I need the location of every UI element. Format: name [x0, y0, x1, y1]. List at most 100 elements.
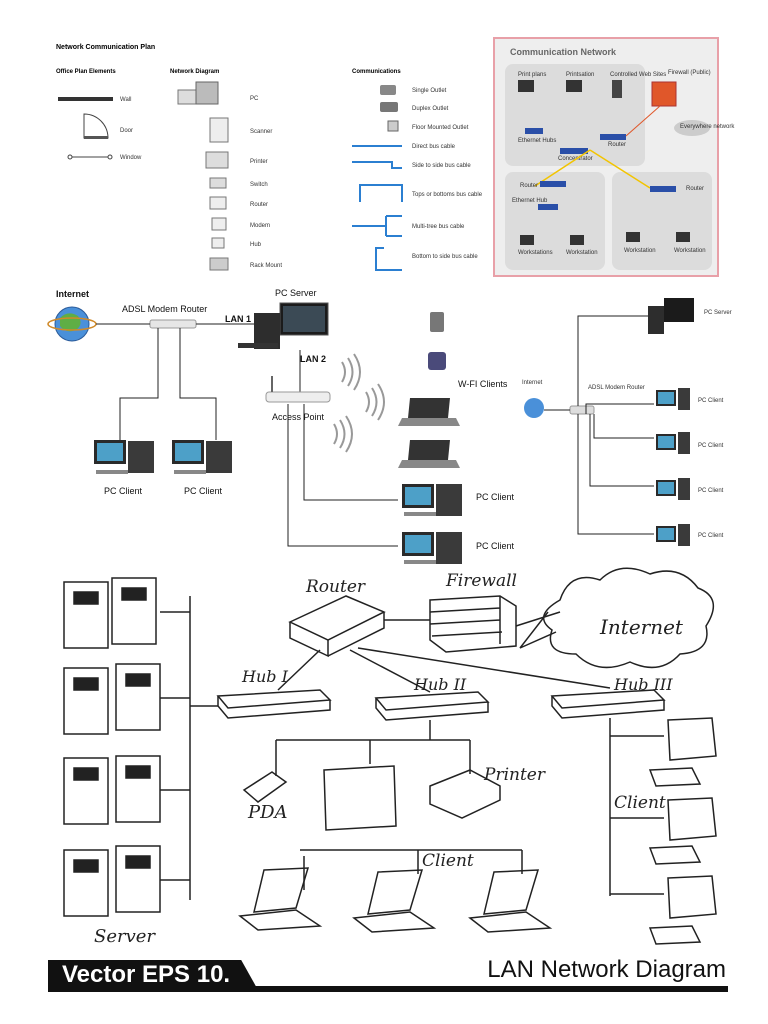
- cn-pc-icon: [566, 80, 582, 92]
- comm-col-header: Communications: [352, 69, 401, 75]
- sketch-firewall-label: Firewall: [445, 571, 517, 591]
- laptop-sketch-icon: [468, 869, 553, 933]
- window-end-left: [67, 154, 73, 160]
- office-item-door: Door: [120, 128, 133, 134]
- cn-label-top-mid: Printsation: [566, 72, 594, 78]
- modem-router-icon: [149, 319, 197, 329]
- globe-icon: [524, 398, 544, 418]
- cn-label-right-ws1: Workstation: [624, 248, 656, 254]
- pc-client-icon: [656, 388, 690, 410]
- cn-label-top-right: Controlled Web Sites: [610, 72, 666, 78]
- rack-mount-icon: [209, 257, 229, 271]
- laptop-icon: [398, 398, 460, 426]
- hub-sketch-icon: [550, 689, 666, 719]
- laptop-sketch-icon: [352, 869, 437, 933]
- cn-pc-icon: [518, 80, 534, 92]
- diagram-item-modem: Modem: [250, 223, 270, 229]
- right-zone: [612, 172, 712, 270]
- cn-label-right-ws2: Workstation: [674, 248, 706, 254]
- sketch-router-label: Router: [305, 577, 366, 597]
- cable: [515, 611, 561, 627]
- router-sketch-icon: [288, 595, 386, 658]
- cn-pc-icon: [676, 232, 690, 242]
- diagram-col-header: Network Diagram: [170, 69, 219, 75]
- wifi-waves-icon: [333, 353, 385, 453]
- sketch-hub2-label: Hub II: [413, 675, 467, 694]
- cn-label-left-router: Router: [520, 183, 538, 189]
- cn-label-left-ws2: Workstation: [566, 250, 598, 256]
- communication-network-panel: Communication Network Print plans Prints…: [493, 37, 735, 277]
- sketch-internet-label: Internet: [599, 615, 684, 639]
- office-item-window: Window: [120, 155, 142, 161]
- modem-router-icon: [569, 405, 595, 415]
- cable: [179, 328, 217, 440]
- firewall-sketch-icon: [429, 595, 517, 653]
- cable: [303, 404, 398, 501]
- cn-pc-icon: [570, 235, 584, 245]
- cable: [577, 403, 654, 535]
- footer-bar: [48, 986, 728, 992]
- server-icon: [115, 663, 161, 731]
- sketch-printer-label: Printer: [483, 765, 546, 785]
- cn-label-internet: Everywhere network: [680, 124, 735, 130]
- pc-server-label: PC Server: [275, 288, 317, 298]
- router-icon: [540, 181, 566, 187]
- hub-icon: [538, 204, 558, 210]
- cn-label-left-ethernet: Ethernet Hub: [512, 198, 548, 204]
- pc-client-icon: [656, 478, 690, 500]
- single-outlet-icon: [380, 85, 396, 95]
- modem-icon: [211, 217, 227, 231]
- pc-client-icon: [656, 432, 690, 454]
- pc-client-icon: [402, 532, 462, 564]
- floor-outlet-icon: [387, 120, 399, 132]
- sketch-hub3-label: Hub III: [613, 675, 673, 694]
- top-zone: [505, 64, 645, 166]
- small-client-label: PC Client: [698, 398, 724, 404]
- wifi-clients-label: W-FI Clients: [458, 379, 508, 389]
- cn-pc-icon: [520, 235, 534, 245]
- small-modem-label: ADSL Modem Router: [588, 385, 645, 391]
- modem-router-label: ADSL Modem Router: [122, 304, 207, 314]
- pda-icon: [430, 312, 444, 332]
- cable: [160, 611, 190, 881]
- sketch-pda-label: PDA: [247, 802, 288, 823]
- sketch-client-right-label: Client: [614, 793, 666, 813]
- ethernet-hub-icon: [525, 128, 543, 134]
- left-zone: [505, 172, 605, 270]
- diagram-item-hub: Hub: [250, 242, 262, 248]
- cn-server-icon: [612, 80, 622, 98]
- sketch-server-label: Server: [94, 926, 156, 947]
- yellow-link: [534, 149, 591, 187]
- cable: [119, 328, 159, 440]
- lan2-label: LAN 2: [300, 354, 326, 364]
- hub-sketch-icon: [216, 689, 332, 719]
- side-bus-cable-symbol: [352, 161, 402, 169]
- comm-network-title: Communication Network: [510, 47, 617, 57]
- pc-client-icon: [172, 440, 232, 474]
- small-lan-diagram: Internet ADSL Modem Router PC Server PC …: [522, 298, 732, 546]
- comm-item-bottom-side-bus: Bottom to side bus cable: [412, 254, 478, 260]
- internet-label: Internet: [56, 289, 89, 299]
- cn-label-left-ws1: Workstations: [518, 250, 553, 256]
- comm-item-tops-bus: Tops or bottoms bus cable: [412, 192, 483, 198]
- cable: [300, 849, 523, 890]
- comm-item-multi-tree-bus: Multi-tree bus cable: [412, 224, 465, 230]
- comm-item-floor-outlet: Floor Mounted Outlet: [412, 125, 469, 131]
- comm-item-side-bus: Side to side bus cable: [412, 163, 471, 169]
- cn-label-top-left: Print plans: [518, 72, 546, 78]
- small-client-label: PC Client: [698, 533, 724, 539]
- pc-client-label-1: PC Client: [104, 486, 143, 496]
- diagram-item-switch: Switch: [250, 182, 268, 188]
- diagram-item-rack-mount: Rack Mount: [250, 263, 282, 269]
- laptop-icon: [398, 440, 460, 468]
- diagram-item-printer: Printer: [250, 159, 268, 165]
- lan1-label: LAN 1: [225, 314, 251, 324]
- cable: [577, 315, 656, 406]
- pc-client-label-3: PC Client: [476, 492, 515, 502]
- diagram-item-router: Router: [250, 202, 268, 208]
- server-icon: [63, 849, 109, 917]
- cable: [277, 647, 611, 693]
- door-sill: [84, 136, 108, 139]
- cn-label-router: Router: [608, 142, 626, 148]
